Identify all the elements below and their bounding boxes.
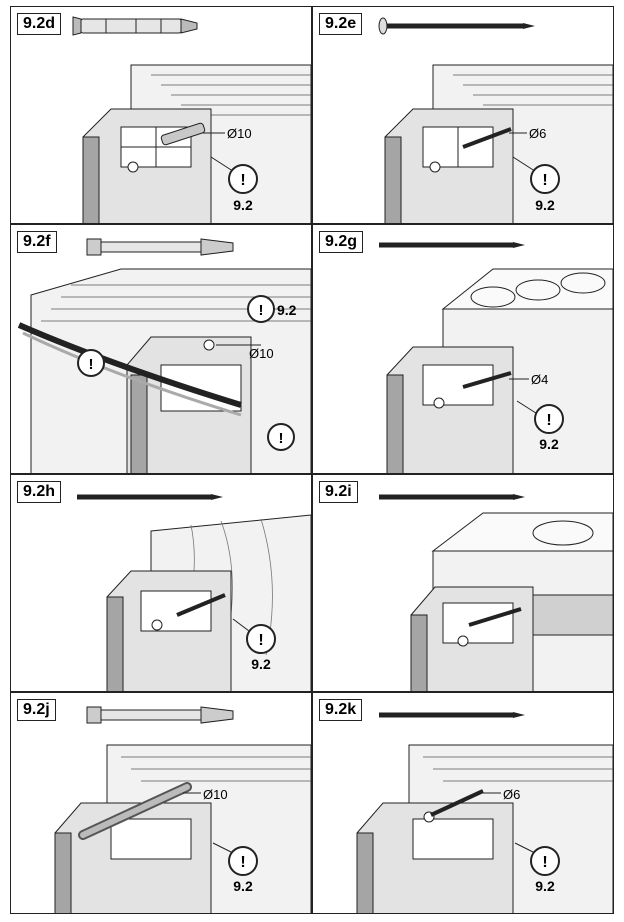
frame-profile — [54, 802, 212, 913]
panel-9-2e: Ø6 ! 9.2 9.2e — [312, 6, 614, 224]
exclamation-circle-icon: ! 9.2 — [512, 156, 560, 213]
panel-label: 9.2d — [17, 13, 62, 35]
fastener-illustration — [72, 16, 198, 36]
panel-9-2d: Ø10 ! 9.2 9.2d — [10, 6, 312, 224]
frame-profile — [126, 336, 252, 473]
warning-ref: 9.2 — [535, 197, 555, 213]
exclamation-circle-icon: ! 9.2 — [516, 400, 564, 452]
warning-ref: 9.2 — [535, 878, 555, 894]
warning-ref: 9.2 — [277, 302, 297, 318]
svg-text:!: ! — [279, 430, 284, 447]
panel-label: 9.2k — [319, 699, 363, 721]
screw — [462, 371, 512, 389]
svg-text:!: ! — [259, 302, 264, 319]
dimension-callout: Ø4 — [509, 372, 548, 387]
exclamation-circle-icon: ! 9.2 — [247, 295, 297, 323]
panel-illustration: Ø10 ! 9.2 — [54, 706, 311, 913]
svg-text:!: ! — [542, 854, 547, 871]
diameter-label: Ø4 — [531, 372, 548, 387]
warning-ref: 9.2 — [539, 436, 559, 452]
panel-9-2f: Ø10 ! 9.2 ! ! 9.2f — [10, 224, 312, 474]
svg-text:!: ! — [89, 356, 94, 373]
frame-anchor — [160, 122, 206, 146]
warning-ref: 9.2 — [233, 878, 253, 894]
screw — [430, 789, 484, 817]
frame-profile — [106, 570, 232, 691]
panel-label: 9.2i — [319, 481, 358, 503]
frame-profile — [82, 108, 212, 223]
exclamation-circle-icon: ! — [77, 349, 105, 377]
diameter-label: Ø6 — [529, 126, 546, 141]
panel-illustration: Ø6 ! 9.2 — [356, 712, 613, 913]
panel-label: 9.2e — [319, 13, 363, 35]
panel-illustration: ! 9.2 — [77, 494, 311, 691]
frame-profile — [410, 586, 534, 691]
warning-ref: 9.2 — [251, 656, 271, 672]
frame-profile — [356, 802, 514, 913]
panel-illustration: Ø10 ! 9.2 — [72, 16, 311, 223]
rail — [17, 322, 242, 417]
panel-illustration: Ø6 ! 9.2 — [378, 17, 613, 223]
dimension-callout: Ø6 — [483, 787, 520, 802]
exclamation-circle-icon: ! 9.2 — [514, 842, 560, 894]
dimension-callout: Ø6 — [509, 126, 546, 141]
svg-text:!: ! — [546, 412, 551, 429]
exclamation-circle-icon: ! 9.2 — [232, 618, 276, 672]
panel-9-2h: ! 9.2 9.2h — [10, 474, 312, 692]
panel-label: 9.2f — [17, 231, 57, 253]
frame-profile — [386, 346, 514, 473]
panel-label: 9.2g — [319, 231, 364, 253]
fastener-illustration — [379, 242, 525, 248]
panel-9-2i: 9.2i — [312, 474, 614, 692]
fastener-illustration — [379, 712, 525, 718]
frame-profile — [384, 108, 514, 223]
diameter-label: Ø10 — [203, 787, 228, 802]
panel-illustration: Ø4 ! 9.2 — [379, 242, 613, 473]
panel-9-2k: Ø6 ! 9.2 9.2k — [312, 692, 614, 914]
fastener-illustration — [86, 706, 234, 724]
dimension-callout: Ø10 — [203, 126, 252, 141]
diameter-label: Ø6 — [503, 787, 520, 802]
screw — [468, 607, 522, 627]
diameter-label: Ø10 — [227, 126, 252, 141]
fastener-illustration — [379, 494, 525, 500]
screw — [176, 593, 226, 617]
dimension-callout: Ø10 — [183, 787, 228, 802]
screw — [462, 127, 512, 149]
panel-label: 9.2h — [17, 481, 62, 503]
svg-text:!: ! — [258, 632, 263, 649]
svg-text:!: ! — [542, 172, 547, 189]
diameter-label: Ø10 — [249, 346, 274, 361]
panel-label: 9.2j — [17, 699, 56, 721]
fastener-illustration — [378, 17, 535, 35]
warning-ref: 9.2 — [233, 197, 253, 213]
panel-9-2j: Ø10 ! 9.2 9.2j — [10, 692, 312, 914]
exclamation-circle-icon: ! — [267, 423, 295, 451]
panel-illustration — [379, 494, 613, 691]
panel-9-2g: Ø4 ! 9.2 9.2g — [312, 224, 614, 474]
insulation — [441, 268, 613, 310]
fastener-illustration — [86, 238, 234, 256]
exclamation-circle-icon: ! 9.2 — [212, 842, 258, 894]
svg-text:!: ! — [240, 172, 245, 189]
dimension-callout: Ø10 — [216, 344, 274, 361]
exclamation-circle-icon: ! 9.2 — [210, 156, 258, 213]
panel-illustration: Ø10 ! 9.2 ! ! — [17, 238, 311, 473]
fastener-illustration — [77, 494, 223, 500]
svg-text:!: ! — [240, 854, 245, 871]
frame-anchor — [78, 782, 192, 840]
